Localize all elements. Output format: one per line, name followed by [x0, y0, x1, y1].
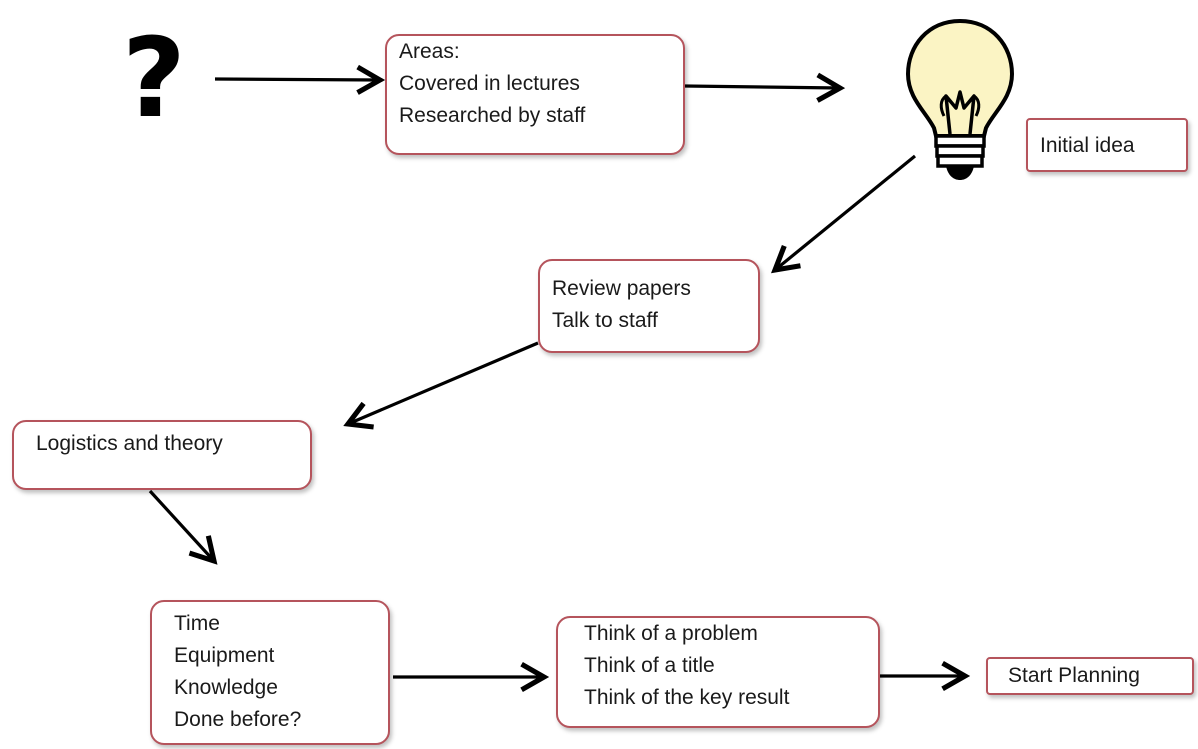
initial-idea-label: Initial idea [1040, 134, 1135, 157]
think-box-line: Think of the key result [584, 686, 790, 709]
areas-box-line: Researched by staff [399, 104, 586, 127]
arrow-idea-to-review [770, 154, 917, 274]
checklist-box-line: Knowledge [174, 676, 278, 699]
question-mark-icon: ? [122, 14, 186, 142]
logistics-box-line: Logistics and theory [36, 432, 223, 455]
start-planning-label: Start Planning [1008, 664, 1140, 687]
checklist-box-line: Time [174, 612, 220, 635]
review-box-line: Talk to staff [552, 309, 658, 332]
initial-idea-box: Initial idea [1026, 118, 1188, 172]
think-box-line: Think of a title [584, 654, 715, 677]
review-box-line: Review papers [552, 277, 691, 300]
review-box: Review papers Talk to staff [538, 259, 760, 353]
lightbulb-icon [905, 18, 1015, 180]
think-box-line: Think of a problem [584, 622, 758, 645]
areas-box-line: Areas: [399, 40, 460, 63]
checklist-box-line: Done before? [174, 708, 302, 731]
arrow-areas-to-idea [684, 72, 846, 103]
areas-box: Areas: Covered in lectures Researched by… [385, 34, 685, 155]
arrow-logistics-to-checklist [148, 489, 218, 565]
start-planning-box: Start Planning [986, 657, 1194, 695]
logistics-box: Logistics and theory [12, 420, 312, 490]
areas-box-line: Covered in lectures [399, 72, 580, 95]
checklist-box-line: Equipment [174, 644, 275, 667]
arrow-question-to-areas [214, 64, 386, 95]
think-box: Think of a problem Think of a title Thin… [556, 616, 880, 728]
arrow-review-to-logistics [343, 341, 539, 430]
checklist-box: Time Equipment Knowledge Done before? [150, 600, 390, 745]
